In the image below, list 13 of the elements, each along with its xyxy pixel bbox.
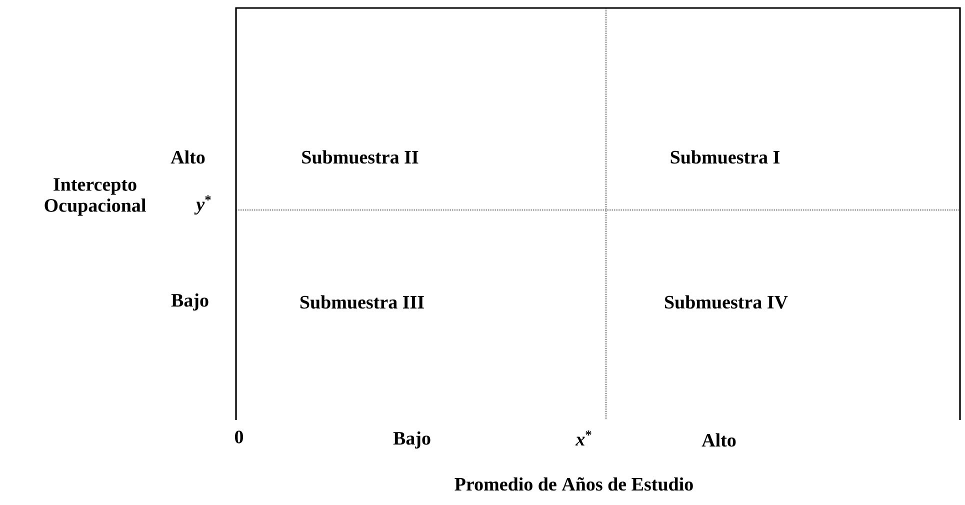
quadrant-label: Submuestra IV (664, 295, 788, 309)
quadrant-label: Submuestra II (302, 150, 418, 164)
axis-label: Bajo (393, 431, 430, 449)
axis-title: Intercepto Ocupacional (44, 178, 146, 216)
tick-label: 0 (234, 430, 244, 444)
quadrant-label: Submuestra III (300, 295, 424, 309)
quadrant-label: Submuestra I (670, 150, 780, 164)
axis-label: Alto (702, 433, 736, 447)
axis-label: y$^{*}$ (194, 195, 211, 215)
axis-label: Bajo (171, 293, 208, 311)
axis-label: x$^{*}$ (575, 430, 592, 446)
axis-title: Promedio de Años de Estudio (454, 477, 693, 491)
axis-label: Alto (170, 150, 205, 164)
